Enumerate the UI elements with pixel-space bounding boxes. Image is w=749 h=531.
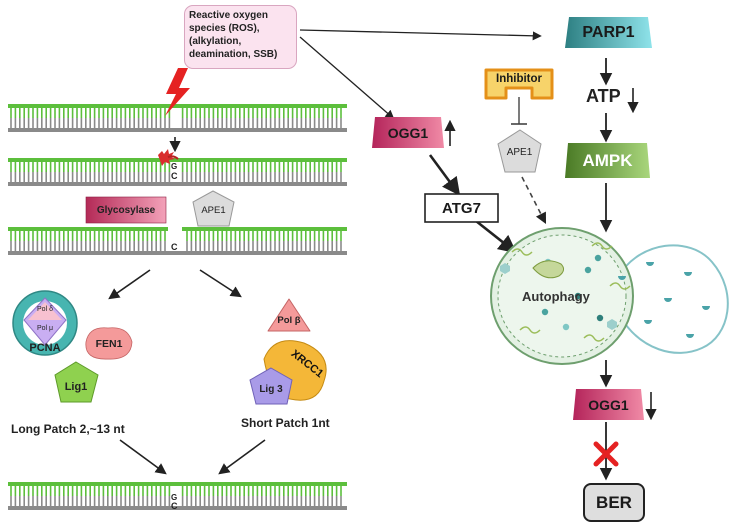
ogg1-bottom-label: OGG1 [588,396,629,413]
fen1-label: FEN1 [95,338,123,350]
arrow-short-to-repaired [218,439,266,475]
dna-strand-damaged [8,158,347,186]
ros-line-1: Reactive oxygen [189,10,268,21]
lig1-label: Lig1 [64,381,88,393]
base-g-strand2: G [171,162,178,171]
arrow-ape1-to-autophagy [521,176,547,224]
inhibitor-shape [484,68,554,100]
ber-box [583,483,645,522]
lysosome-enzyme-icons [618,262,710,338]
ogg1-bottom-box [573,389,644,420]
inhibitor-label: Inhibitor [496,73,542,85]
pol-delta-triangle [28,302,62,320]
parp1-box [565,17,652,48]
parp1-label: PARP1 [582,23,635,41]
long-patch-label: Long Patch 2,~13 nt [11,422,125,436]
blocked-cross-icon [593,441,619,467]
arrow-ros-to-ogg1 [299,36,395,120]
short-patch-label: Short Patch 1nt [241,416,330,430]
lig1-pentagon [54,361,99,403]
pol-beta-label: Pol β [277,314,301,326]
ros-line-3: (alkylation, [189,36,242,47]
ape1-right-pentagon [497,129,542,173]
autophagy-label: Autophagy [522,289,590,304]
pol-delta-label: Pol δ [37,305,53,313]
dna-strand-repaired [8,482,347,510]
base-g-strand4: G [171,493,178,502]
pol-beta-triangle [267,298,311,332]
fen1-shape [85,327,133,360]
lig3-pentagon [249,367,293,405]
pcna-label: PCNA [29,342,61,354]
ampk-box [565,143,650,178]
ros-box: Reactive oxygen species (ROS), (alkylati… [184,5,297,69]
autophagy-cargo-icons [500,242,631,342]
autophagosome-inner [497,234,627,358]
glycosylase-label: Glycosylase [96,204,156,216]
dna-strand-intact [8,104,347,132]
dna-strand-incised [8,227,347,255]
arrow-atg7-to-autophagy [475,219,517,254]
ape1-left-label: APE1 [201,204,226,216]
base-c-strand4: C [171,501,178,511]
ros-line-2: species (ROS), [189,23,260,34]
arrow-ogg1-to-atg7 [428,154,461,196]
lightning-icon [165,68,190,116]
pol-delta-mu-diamond [23,297,67,346]
atg7-box [424,193,499,223]
pol-mu-label: Pol μ [36,324,54,332]
ape1-left-pentagon [192,190,235,227]
ros-line-4: deamination, SSB) [189,49,278,60]
ampk-label: AMPK [582,150,633,170]
damage-splash-icon [158,149,175,166]
mitochondrion-icon [532,260,565,279]
ber-label: BER [596,492,632,512]
arrow-to-short-patch [199,269,242,298]
arrow-long-to-repaired [119,439,167,475]
ape1-right-label: APE1 [506,146,533,158]
ogg1-top-box [372,117,444,148]
base-c-strand2: C [171,171,178,181]
atg7-label: ATG7 [442,199,481,217]
arrow-to-long-patch [108,269,151,300]
glycosylase-box [85,196,167,224]
ogg1-top-label: OGG1 [387,124,429,141]
arrow-ros-to-parp1 [299,29,542,41]
lig3-label: Lig 3 [259,383,283,395]
lysosome-shape [617,244,729,354]
atp-label: ATP [586,86,621,106]
damage-tail-icon [167,155,179,160]
base-c-strand3: C [171,242,178,252]
